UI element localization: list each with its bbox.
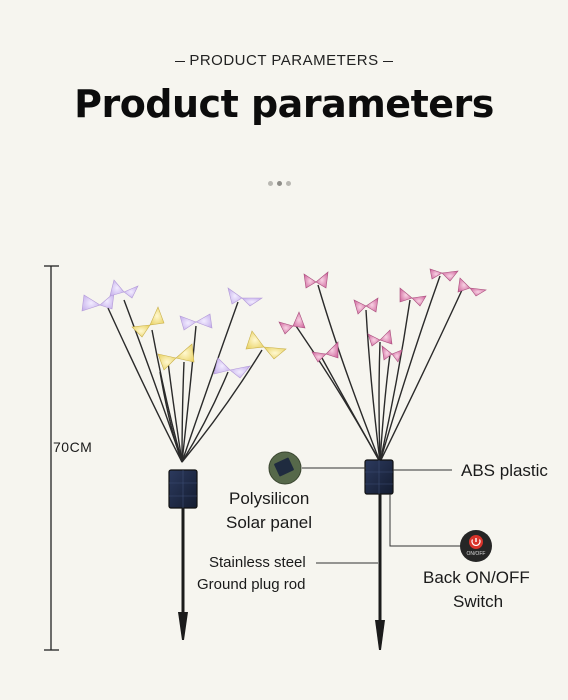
switch-label-line2: Switch: [453, 592, 504, 611]
dot: [277, 181, 282, 186]
left-solar-panel: [168, 469, 198, 509]
eyebrow-dash-left: [175, 60, 186, 62]
butterfly-yellow: [131, 306, 165, 338]
ground-rod-label-line1: Stainless steel: [209, 554, 306, 571]
eyebrow-dash-right: [382, 60, 393, 62]
abs-plastic-label: ABS plastic: [461, 461, 548, 480]
switch-label-line1: Back ON/OFF: [423, 568, 530, 587]
left-light-stems: [107, 299, 263, 463]
pagination-dots: [268, 173, 302, 186]
eyebrow-text: PRODUCT PARAMETERS: [189, 52, 379, 69]
solar-panel-label-line2: Solar panel: [226, 513, 313, 532]
dot: [286, 181, 291, 186]
section-eyebrow: PRODUCT PARAMETERS: [0, 52, 568, 69]
butterfly-pink: [311, 341, 339, 363]
right-ground-rod: [375, 494, 385, 650]
butterfly-lavender: [213, 357, 251, 379]
butterfly-pink: [303, 271, 329, 289]
butterfly-pink: [457, 277, 487, 297]
height-dimension-line: [44, 265, 59, 651]
butterfly-lavender: [109, 279, 139, 299]
height-label: 70CM: [53, 439, 93, 455]
left-ground-rod: [178, 508, 188, 640]
right-solar-panel: [364, 459, 394, 495]
ground-rod-label-line2: Ground plug rod: [197, 576, 306, 593]
butterfly-lavender: [227, 287, 263, 307]
switch-icon-text: ON/OFF: [466, 551, 486, 557]
power-switch-icon: [460, 530, 492, 562]
butterfly-pink: [367, 329, 393, 347]
butterfly-pink: [429, 268, 459, 282]
right-light-butterflies: [278, 268, 487, 363]
butterfly-pink: [353, 297, 379, 315]
solar-panel-zoom-icon: [268, 451, 302, 485]
butterfly-lavender: [179, 313, 213, 331]
right-light-stems: [295, 275, 463, 463]
butterfly-yellow: [245, 330, 287, 360]
butterfly-pink: [399, 287, 427, 307]
left-light-butterflies: [81, 279, 287, 379]
butterfly-lavender: [81, 292, 115, 312]
page-title: Product parameters: [74, 82, 494, 126]
callout-lines: [302, 467, 462, 564]
butterfly-yellow: [157, 343, 195, 371]
butterfly-pink: [381, 345, 403, 363]
dot: [268, 181, 273, 186]
solar-panel-label-line1: Polysilicon: [229, 489, 310, 508]
butterfly-pink: [278, 311, 306, 335]
